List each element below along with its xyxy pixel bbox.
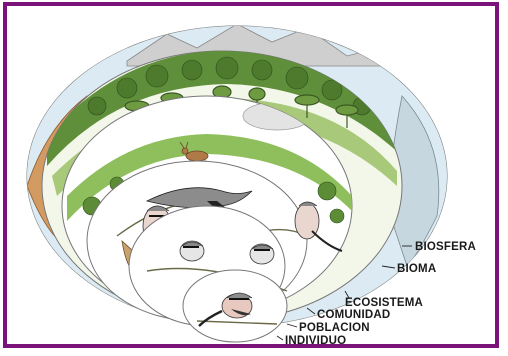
label-individuo: INDIVIDUO: [285, 335, 346, 346]
label-biosfera: BIOSFERA: [415, 241, 476, 253]
bird-population-1: [180, 241, 204, 261]
individual-layer: [183, 270, 287, 342]
label-ecosistema: ECOSISTEMA: [345, 297, 423, 309]
ecology-levels-diagram: BIOSFERA BIOMA ECOSISTEMA COMUNIDAD POBL…: [7, 6, 497, 346]
bird-population-2: [250, 244, 274, 264]
label-poblacion: POBLACION: [299, 322, 370, 334]
diagram-frame: BIOSFERA BIOMA ECOSISTEMA COMUNIDAD POBL…: [3, 2, 499, 348]
label-bioma: BIOMA: [397, 263, 436, 275]
label-comunidad: COMUNIDAD: [317, 309, 390, 321]
